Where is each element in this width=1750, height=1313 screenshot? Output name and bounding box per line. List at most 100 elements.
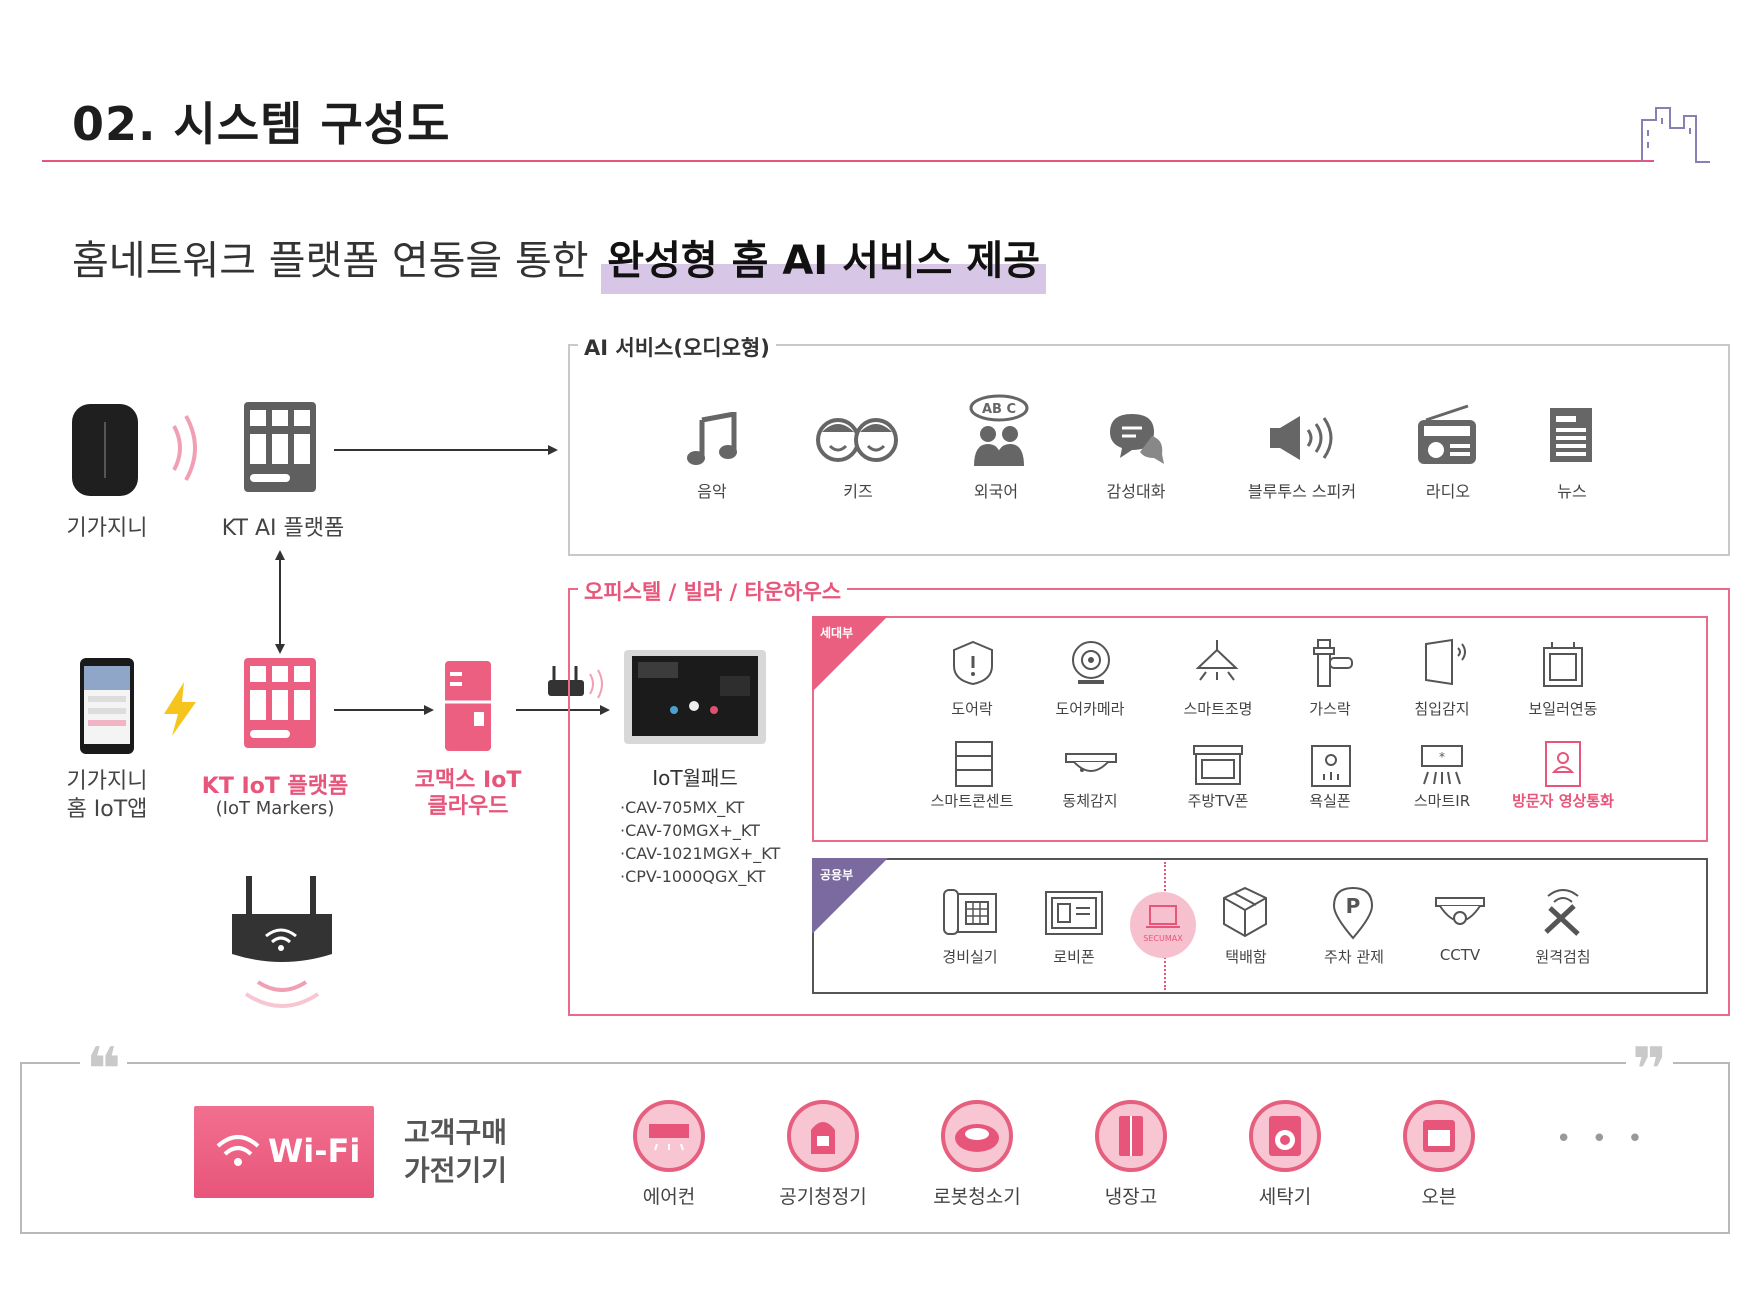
household-item-label: 스마트조명 xyxy=(1183,700,1253,718)
household-item-label: 방문자 영상통화 xyxy=(1512,792,1614,810)
air-purifier-glyph xyxy=(811,1122,835,1154)
smartphone-app-icon xyxy=(80,658,134,754)
svg-text:P: P xyxy=(1346,894,1361,918)
smart-ir-icon: * xyxy=(1421,745,1463,785)
household-corner-tag xyxy=(812,616,888,692)
appliance-item-label: 로봇청소기 xyxy=(933,1186,1021,1208)
household-item-label: 보일러연동 xyxy=(1528,700,1598,718)
visitor-video-call-icon xyxy=(1545,741,1581,787)
subtitle: 홈네트워크 플랫폼 연동을 통한 완성형 홈 AI 서비스 제공 xyxy=(72,228,1046,294)
household-item-label: 주방TV폰 xyxy=(1187,792,1249,810)
page-title: 02. 시스템 구성도 xyxy=(72,97,451,151)
guard-station-icon xyxy=(943,889,997,935)
door-lock-icon xyxy=(953,640,993,686)
chat-icon xyxy=(1110,414,1164,464)
kt-iot-platform-server-icon xyxy=(244,658,316,748)
svg-text:AB C: AB C xyxy=(982,402,1016,417)
news-icon xyxy=(1550,408,1592,462)
parcel-box-icon xyxy=(1223,886,1267,938)
wifi-icon xyxy=(216,1135,260,1166)
model-item: ·CAV-1021MGX+_KT xyxy=(620,844,781,863)
common-tag-label: 공용부 xyxy=(820,868,854,882)
household-tag-label: 세대부 xyxy=(820,626,854,640)
ai-item-label: 음악 xyxy=(697,482,727,501)
kitchen-tv-phone-icon xyxy=(1193,745,1243,785)
app-label-line1: 기가지니 xyxy=(66,769,148,794)
ai-item-label: 블루투스 스피커 xyxy=(1247,482,1357,501)
cctv-icon xyxy=(1435,897,1485,925)
kt-iot-platform-label: KT IoT 플랫폼 xyxy=(201,774,349,799)
office-box xyxy=(568,588,1730,1016)
household-item-label: 스마트콘센트 xyxy=(930,792,1014,810)
boiler-icon xyxy=(1543,642,1583,687)
commax-line2: 클라우드 xyxy=(427,794,509,819)
household-item-label: 스마트IR xyxy=(1413,792,1471,810)
common-corner-tag xyxy=(812,858,888,934)
foreign-language-icon: AB C xyxy=(969,394,1029,466)
gigagenie-device-icon xyxy=(72,404,138,496)
parking-icon: P xyxy=(1332,886,1374,940)
arrow-ai-to-service xyxy=(334,445,558,455)
household-item-label: 동체감지 xyxy=(1062,792,1118,810)
ai-item-label: 외국어 xyxy=(973,482,1019,501)
secumax-label: SECUMAX xyxy=(1143,934,1183,943)
lightning-icon xyxy=(164,682,196,736)
refrigerator-icon xyxy=(1095,1100,1167,1172)
iot-markers-label: (IoT Markers) xyxy=(215,798,335,819)
common-item-label: 로비폰 xyxy=(1053,948,1095,966)
ai-item-label: 키즈 xyxy=(843,482,873,501)
air-conditioner-glyph xyxy=(649,1124,689,1151)
commax-cloud-fridge-icon xyxy=(445,661,491,751)
oven-glyph xyxy=(1423,1120,1455,1152)
common-item-label: 원격검침 xyxy=(1535,948,1591,966)
close-quote-icon: ❞ xyxy=(1626,1040,1674,1100)
commax-cloud-label: 코맥스 IoT 클라우드 xyxy=(400,768,536,820)
appliance-item-label: 오븐 xyxy=(1421,1186,1457,1208)
kt-ai-platform-server-icon xyxy=(244,402,316,492)
iot-wallpad-icon xyxy=(624,650,766,744)
motion-sensor-icon xyxy=(1065,753,1117,772)
arrow-iot-to-cloud xyxy=(334,705,434,715)
ai-item-label: 감성대화 xyxy=(1106,482,1166,501)
subtitle-plain: 홈네트워크 플랫폼 연동을 통한 xyxy=(72,238,589,284)
household-item-label: 침입감지 xyxy=(1414,700,1470,718)
wifi-label: Wi-Fi xyxy=(268,1132,361,1170)
music-icon xyxy=(687,412,737,465)
household-item-label: 욕실폰 xyxy=(1309,792,1351,810)
wifi-router-icon xyxy=(232,876,332,1008)
appliance-label-line2: 가전기기 xyxy=(404,1154,508,1187)
appliance-item-label: 세탁기 xyxy=(1258,1186,1312,1208)
common-item-label: 주차 관제 xyxy=(1324,948,1384,966)
wifi-badge xyxy=(194,1106,374,1198)
lobby-phone-icon xyxy=(1045,891,1103,935)
arrow-vertical-ai-iot xyxy=(275,550,285,654)
door-camera-icon xyxy=(1072,641,1110,684)
gas-lock-icon xyxy=(1313,639,1353,687)
subtitle-highlight: 완성형 홈 AI 서비스 제공 xyxy=(601,228,1046,294)
title-divider xyxy=(42,160,1654,162)
appliance-item-label: 냉장고 xyxy=(1104,1186,1158,1208)
appliance-item-label: 에어컨 xyxy=(642,1186,696,1208)
washing-machine-glyph xyxy=(1269,1116,1301,1156)
oven-icon xyxy=(1403,1100,1475,1172)
common-item-label: CCTV xyxy=(1439,946,1481,964)
kids-icon xyxy=(816,418,898,462)
arrow-cloud-to-wallpad xyxy=(516,705,610,715)
common-item-label: 경비실기 xyxy=(942,948,998,966)
commax-line1: 코맥스 IoT xyxy=(414,768,522,793)
appliance-box xyxy=(20,1062,1730,1234)
intrusion-sensor-icon xyxy=(1425,638,1466,686)
wallpad-models: ·CAV-705MX_KT ·CAV-70MGX+_KT ·CAV-1021MG… xyxy=(620,796,780,888)
app-label: 기가지니 홈 IoT앱 xyxy=(52,768,162,824)
household-item-label: 가스락 xyxy=(1309,700,1351,718)
appliance-label: 고객구매 가전기기 xyxy=(404,1114,507,1190)
robot-vacuum-glyph xyxy=(955,1124,999,1152)
remote-meter-icon xyxy=(1544,889,1580,936)
appliance-label-line1: 고객구매 xyxy=(404,1116,508,1149)
ai-service-box xyxy=(568,344,1730,556)
laptop-icon xyxy=(1146,905,1180,928)
wallpad-label: IoT월패드 xyxy=(652,766,738,790)
open-quote-icon: ❝ xyxy=(80,1040,128,1100)
common-item-label: 택배함 xyxy=(1225,948,1267,966)
appliance-item-label: 공기청정기 xyxy=(779,1186,867,1208)
